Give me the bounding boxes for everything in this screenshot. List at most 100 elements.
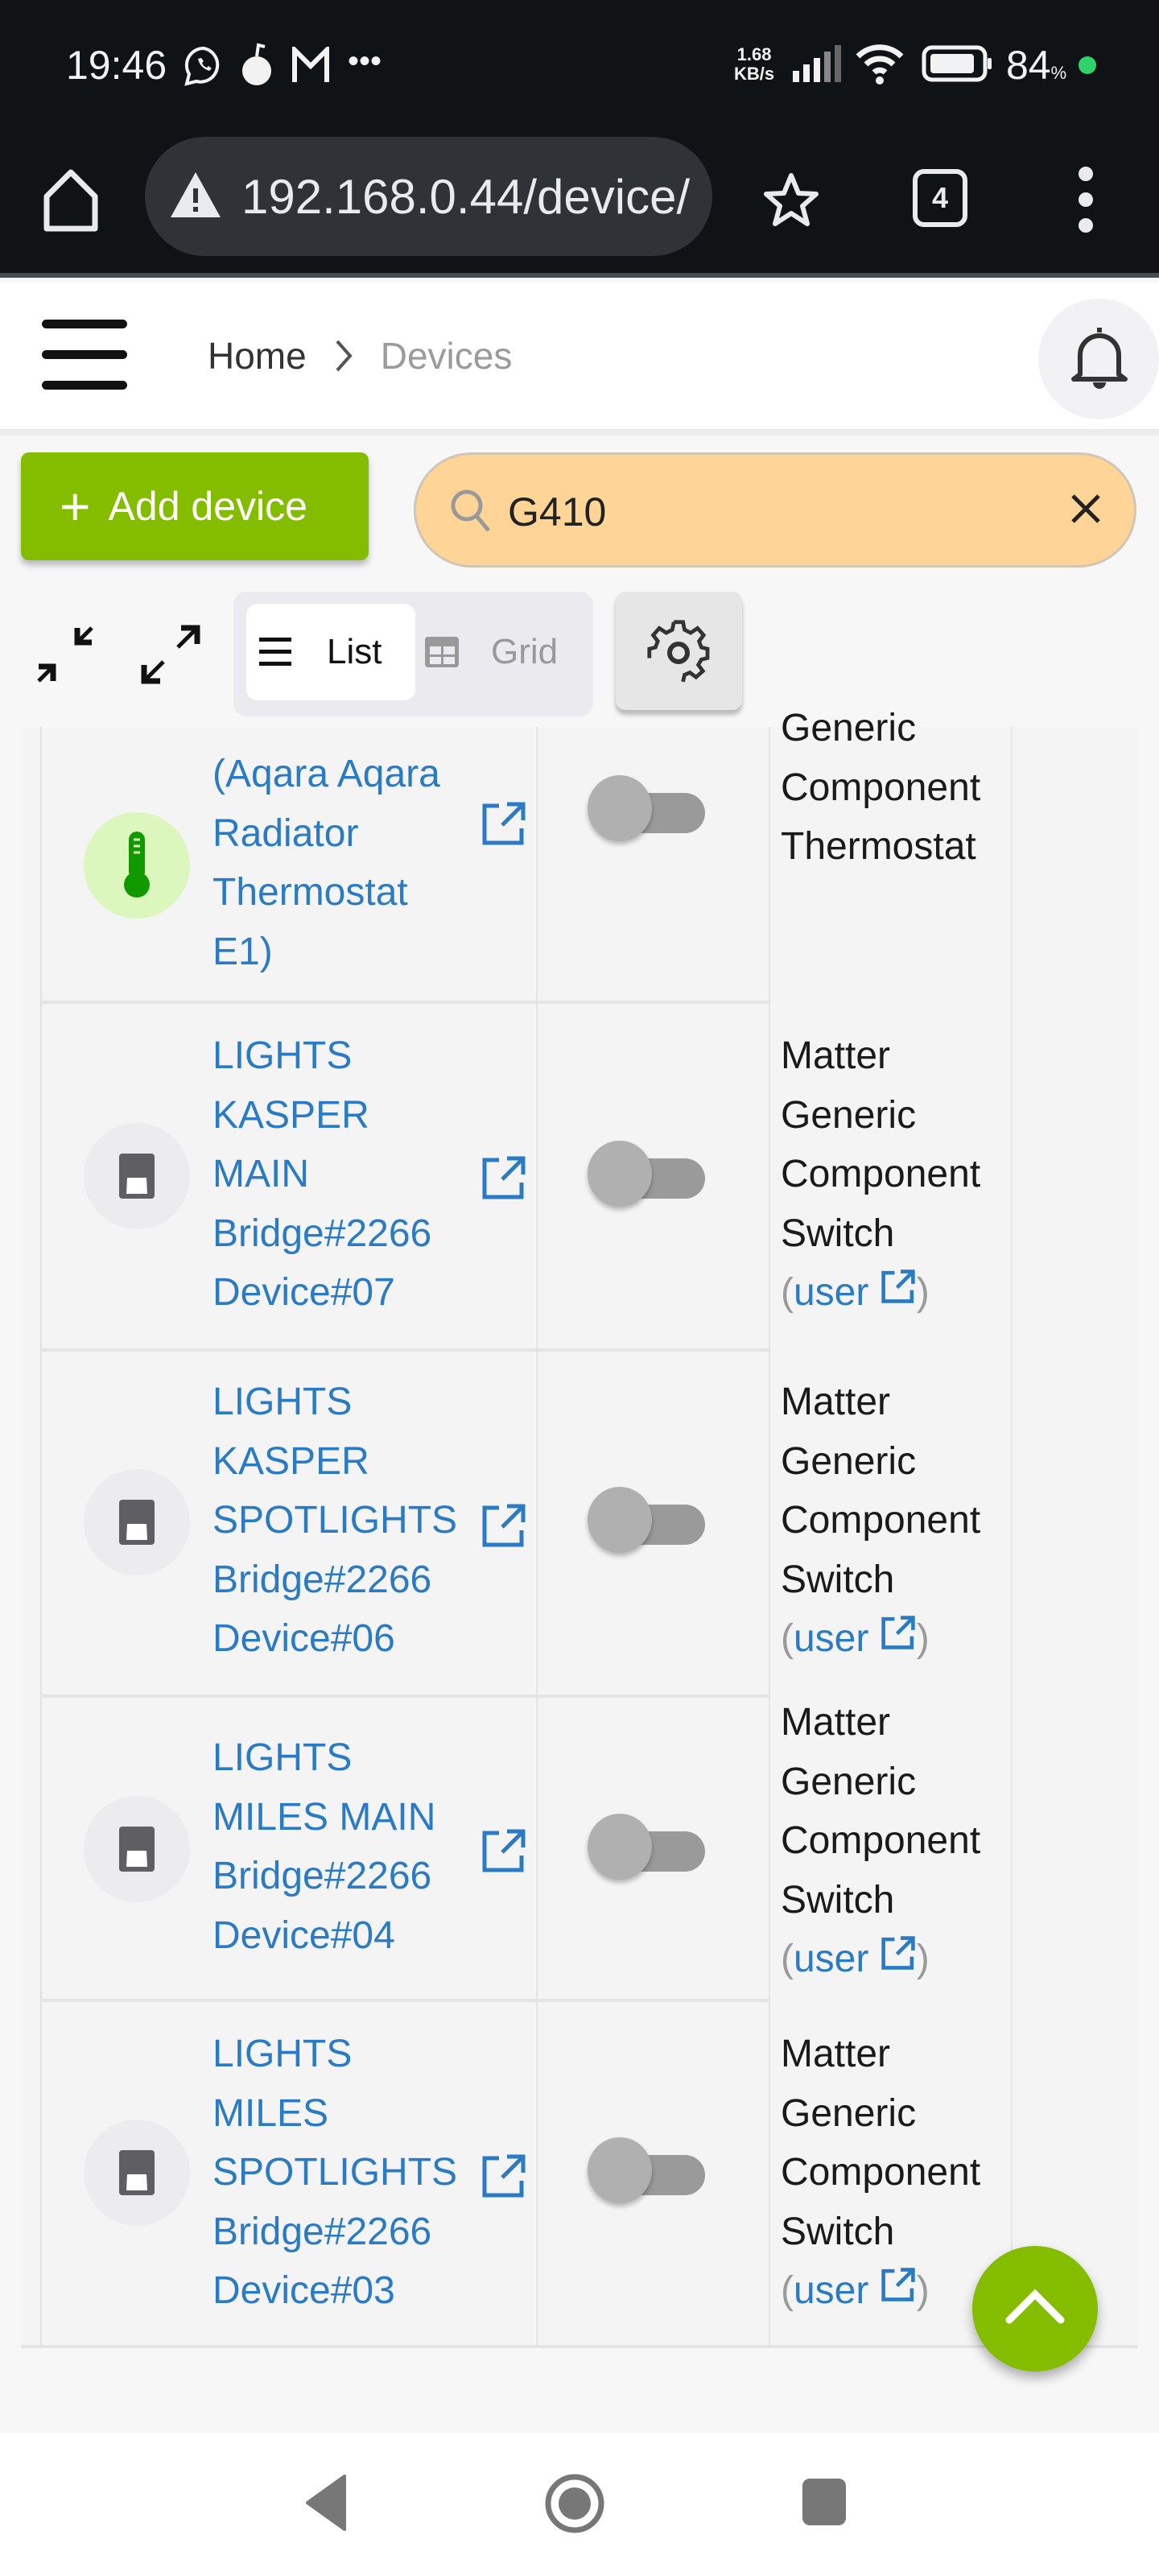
toggle-knob — [588, 2137, 652, 2203]
device-name-link[interactable]: LIGHTS KASPER SPOTLIGHTS Bridge#2266 Dev… — [212, 1373, 486, 1669]
external-link-icon[interactable] — [480, 2152, 528, 2200]
device-name-line: SPOTLIGHTS — [212, 1499, 458, 1542]
device-type-line: Component — [781, 2151, 981, 2194]
device-type: Matter Generic Component Switch (user ) — [781, 2025, 1014, 2321]
clear-search-button[interactable] — [1070, 485, 1102, 534]
breadcrumb-devices: Devices — [380, 335, 513, 377]
device-name-line: E1) — [212, 930, 273, 973]
light-switch-icon — [119, 1154, 155, 1199]
back-icon[interactable] — [304, 2475, 348, 2531]
external-link-icon[interactable] — [880, 1268, 917, 1305]
device-name-line: KASPER — [212, 1093, 369, 1137]
device-name-cell — [40, 1698, 536, 2000]
driver-type-link[interactable]: (user ) — [781, 1609, 1014, 1669]
device-type-line: Generic — [781, 1439, 917, 1483]
collapse-all-icon[interactable] — [35, 625, 95, 684]
device-switch-toggle[interactable] — [588, 1814, 708, 1886]
device-type: Matter Generic Component Switch (user ) — [781, 1693, 1014, 1989]
notifications-button[interactable] — [1038, 299, 1159, 419]
device-type: Generic Component Thermostat — [781, 699, 1014, 877]
hamburger-line — [42, 350, 127, 359]
chevron-up-icon — [1005, 2289, 1065, 2324]
grid-icon — [425, 637, 459, 667]
user-driver-link[interactable]: user — [793, 1938, 869, 1980]
external-link-icon[interactable] — [480, 1154, 528, 1202]
device-switch-toggle[interactable] — [588, 2137, 708, 2210]
search-field[interactable] — [414, 452, 1136, 568]
plus-icon: + — [60, 477, 91, 536]
view-grid-button[interactable]: Grid — [423, 604, 584, 700]
view-list-button[interactable]: List — [246, 604, 415, 700]
device-switch-toggle[interactable] — [588, 775, 708, 848]
recent-apps-icon[interactable] — [801, 2477, 848, 2527]
device-name-link[interactable]: (Aqara Aqara Radiator Thermostat E1) — [212, 745, 470, 981]
device-name-cell — [40, 727, 536, 1002]
add-device-button[interactable]: + Add device — [21, 452, 369, 560]
not-secure-warning-icon[interactable] — [169, 171, 222, 219]
device-icon — [84, 812, 190, 919]
device-type-line: Switch — [781, 1878, 895, 1922]
browser-menu-icon[interactable] — [1074, 166, 1098, 233]
url-text[interactable]: 192.168.0.44/device/l — [241, 170, 692, 224]
external-link-icon[interactable] — [480, 1501, 528, 1550]
browser-toolbar: 192.168.0.44/device/l 4 — [0, 137, 1159, 278]
table-settings-button[interactable] — [616, 592, 742, 710]
wifi-icon — [856, 44, 904, 85]
user-driver-link[interactable]: user — [793, 1617, 869, 1660]
external-link-icon[interactable] — [880, 1934, 917, 1971]
device-name-line: (Aqara Aqara — [212, 753, 440, 795]
add-device-label: Add device — [108, 484, 307, 529]
external-link-icon[interactable] — [880, 1614, 917, 1651]
device-switch-toggle[interactable] — [588, 1141, 708, 1213]
row-divider — [40, 1999, 769, 2002]
search-icon — [451, 489, 490, 532]
device-name-line: Device#03 — [212, 2269, 395, 2312]
device-name-link[interactable]: LIGHTS MILES MAIN Bridge#2266 Device#04 — [212, 1728, 470, 1965]
device-name-link[interactable]: LIGHTS KASPER MAIN Bridge#2266 Device#07 — [212, 1026, 470, 1323]
user-driver-link[interactable]: user — [793, 2269, 869, 2312]
search-input[interactable] — [508, 484, 1031, 540]
device-name-line: Device#04 — [212, 1913, 395, 1957]
driver-type-link[interactable]: (user ) — [781, 1930, 1014, 1989]
device-name-link[interactable]: LIGHTS MILES SPOTLIGHTS Bridge#2266 Devi… — [212, 2025, 486, 2321]
home-icon[interactable] — [42, 169, 100, 232]
device-type: Matter Generic Component Switch (user ) — [781, 1026, 1014, 1323]
device-switch-toggle[interactable] — [588, 1487, 708, 1559]
light-switch-icon — [119, 2150, 155, 2195]
external-link-icon[interactable] — [880, 2266, 917, 2303]
network-speed-value: 1.68 — [736, 44, 772, 64]
device-type-line: Generic — [781, 2091, 917, 2135]
user-driver-link[interactable]: user — [793, 1271, 869, 1314]
devices-table: (Aqara Aqara Radiator Thermostat E1) Gen… — [21, 707, 1138, 2348]
device-row: LIGHTS MILES MAIN Bridge#2266 Device#04 … — [40, 1698, 1119, 2000]
hamburger-line — [42, 381, 127, 390]
home-nav-icon[interactable] — [544, 2473, 605, 2534]
battery-icon — [922, 45, 992, 82]
driver-type-link[interactable]: (user ) — [781, 1263, 1014, 1323]
signal-icon — [793, 45, 841, 82]
device-name-cell — [40, 1352, 536, 1696]
expand-all-icon[interactable] — [141, 625, 200, 684]
menu-button[interactable] — [42, 320, 127, 390]
device-type-line: Matter — [781, 1701, 891, 1744]
device-switch-cell — [536, 2002, 769, 2345]
device-name-line: MILES — [212, 2091, 329, 2135]
breadcrumb-home[interactable]: Home — [208, 335, 307, 377]
hamburger-line — [42, 320, 127, 328]
bookmark-star-icon[interactable] — [763, 172, 819, 227]
tab-switcher-button[interactable]: 4 — [913, 169, 967, 227]
light-switch-icon — [119, 1500, 155, 1545]
network-speed-unit: KB/s — [734, 64, 775, 84]
device-type-line: Component — [781, 1499, 981, 1542]
device-row: (Aqara Aqara Radiator Thermostat E1) Gen… — [40, 707, 1119, 1002]
external-link-icon[interactable] — [480, 799, 528, 848]
device-name-line: MAIN — [212, 1153, 309, 1195]
battery-unit: % — [1050, 63, 1067, 83]
gear-icon — [647, 620, 710, 683]
device-name-line: Device#07 — [212, 1271, 395, 1314]
paren: ( — [781, 2269, 794, 2312]
scroll-to-top-button[interactable] — [972, 2246, 1098, 2372]
external-link-icon[interactable] — [480, 1827, 528, 1875]
driver-type-link[interactable]: (user ) — [781, 2261, 1014, 2321]
address-bar[interactable]: 192.168.0.44/device/l — [145, 137, 712, 256]
